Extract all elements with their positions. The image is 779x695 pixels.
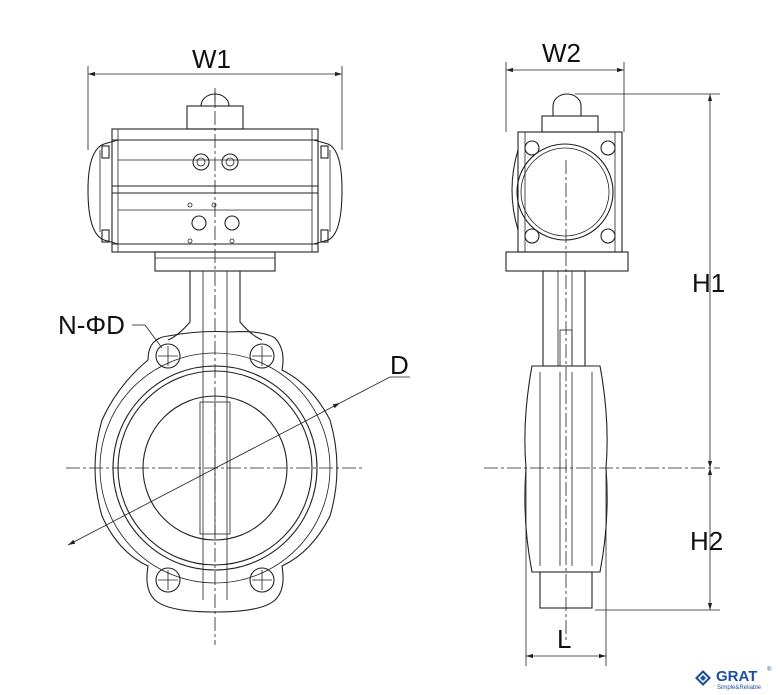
w2-label: W2	[542, 38, 581, 68]
h1-label: H1	[692, 268, 725, 298]
d-label: D	[390, 350, 409, 380]
grat-logo: GRAT ® Simple&Reliable	[695, 666, 772, 691]
logo-diamond-icon	[695, 670, 711, 686]
logo-tagline: Simple&Reliable	[717, 685, 762, 691]
logo-registered-mark: ®	[767, 666, 772, 673]
l-label: L	[557, 624, 571, 654]
side-view	[484, 62, 720, 666]
front-view	[66, 66, 410, 645]
nphid-label: N-ΦD	[58, 310, 125, 340]
logo-name: GRAT	[716, 668, 757, 685]
h2-label: H2	[690, 526, 723, 556]
w1-label: W1	[192, 44, 231, 74]
